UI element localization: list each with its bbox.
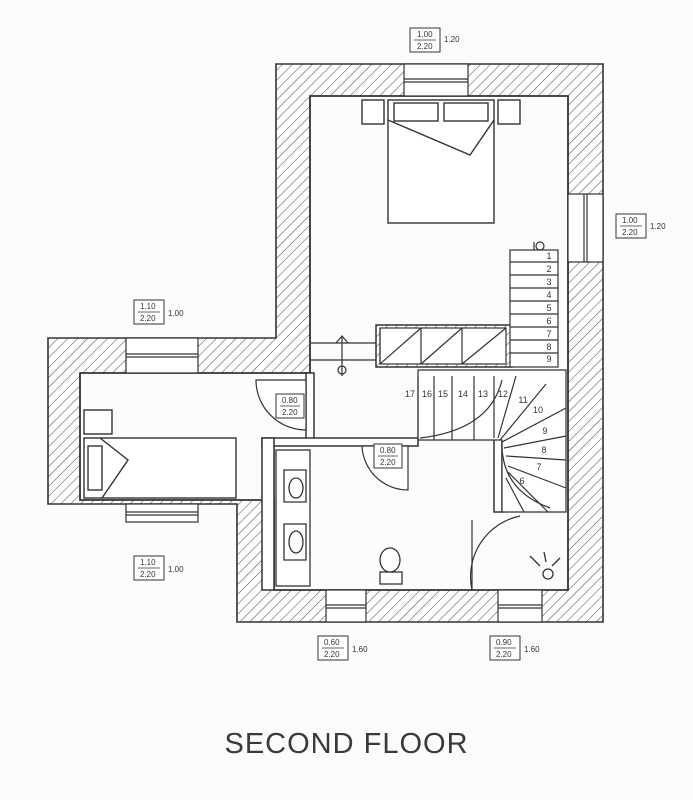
stair-step-2: 2	[546, 264, 551, 274]
floor-title: SECOND FLOOR	[224, 728, 469, 760]
stair-step-8b: 8	[541, 445, 546, 455]
window-top-height: 1.00	[417, 30, 433, 39]
stair-step-14: 14	[458, 389, 468, 399]
bathroom-fixtures	[275, 449, 561, 587]
window-left-bottom-width: 1.00	[168, 565, 184, 574]
window-bottom-left-height: 0.60	[324, 638, 340, 647]
stair-step-6: 6	[546, 316, 551, 326]
stair-step-11: 11	[518, 395, 527, 405]
window-bottom-right-height: 0.90	[496, 638, 512, 647]
window-bottom-right-sill: 2.20	[496, 650, 512, 659]
window-bottom-left	[325, 589, 367, 623]
stair-step-3: 3	[546, 277, 551, 287]
double-bed	[361, 99, 521, 224]
window-left-bottom-height: 1.10	[140, 558, 156, 567]
window-left-top-height: 1.10	[140, 302, 156, 311]
window-left-bottom	[125, 503, 199, 523]
door-bath-width: 0.80	[380, 446, 396, 455]
stair-step-16: 16	[422, 389, 432, 399]
window-top-sill: 2.20	[417, 42, 433, 51]
single-bed	[83, 409, 237, 499]
door-left-width: 0.80	[282, 396, 298, 405]
stair-step-15: 15	[438, 389, 448, 399]
stair-step-5: 5	[546, 303, 551, 313]
stair-step-8: 8	[546, 342, 551, 352]
stair-step-10: 10	[533, 405, 543, 415]
window-left-bottom-sill: 2.20	[140, 570, 156, 579]
window-right-sill: 2.20	[622, 228, 638, 237]
window-bottom-right	[497, 589, 543, 623]
stair-step-9b: 9	[542, 426, 547, 436]
door-bath-height: 2.20	[380, 458, 396, 467]
window-bottom-left-sill: 2.20	[324, 650, 340, 659]
window-right	[567, 193, 604, 263]
stair-step-7b: 7	[536, 462, 541, 472]
window-left-top	[125, 337, 199, 374]
straight-stair	[509, 241, 559, 368]
dimension-labels: 1.00 2.20 1.20 1.00 2.20 1.20 1.10 2.20 …	[133, 27, 666, 661]
winding-stair	[417, 369, 567, 513]
window-bottom-left-width: 1.60	[352, 645, 368, 654]
stair-step-13: 13	[478, 389, 488, 399]
stair-step-17: 17	[405, 389, 415, 399]
window-left-top-sill: 2.20	[140, 314, 156, 323]
window-left-top-width: 1.00	[168, 309, 184, 318]
window-openings	[125, 63, 604, 623]
stair-step-6b: 6	[519, 476, 524, 486]
stair-step-4: 4	[546, 290, 551, 300]
window-right-width: 1.20	[650, 222, 666, 231]
stair-step-1: 1	[546, 251, 551, 261]
stair-step-12: 12	[498, 389, 508, 399]
window-bottom-right-width: 1.60	[524, 645, 540, 654]
stair-step-7: 7	[546, 329, 551, 339]
window-top-width: 1.20	[444, 35, 460, 44]
window-right-height: 1.00	[622, 216, 638, 225]
door-left-height: 2.20	[282, 408, 298, 417]
window-top	[403, 63, 469, 97]
stair-step-9: 9	[546, 354, 551, 364]
